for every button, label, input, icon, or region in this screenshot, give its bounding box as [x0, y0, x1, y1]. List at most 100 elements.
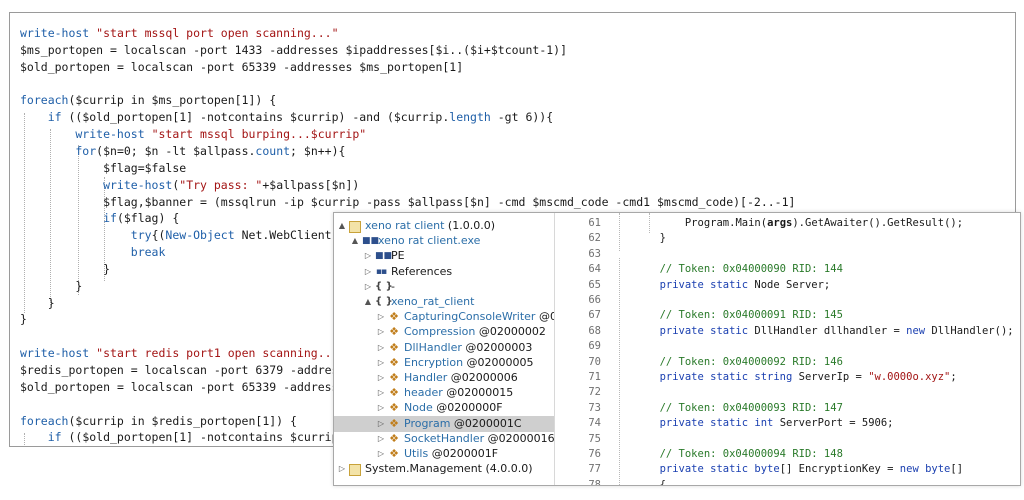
code-token: ; $n++){	[290, 143, 346, 158]
line-number: 78	[588, 478, 601, 485]
tree-node-t8[interactable]: ▷❖Program @0200001C	[334, 415, 554, 432]
tree-node-token: @0200001F	[428, 447, 499, 460]
code-token: Program.	[609, 217, 736, 229]
code-line: 64 // Token: 0x04000090 RID: 144	[555, 262, 1020, 277]
code-token: Main	[735, 217, 761, 229]
line-number: 65	[588, 278, 601, 291]
line-number: 69	[588, 340, 601, 353]
tree-node-refs[interactable]: ▷▪▪References	[334, 264, 554, 280]
code-token: ($currip in $ms_portopen[1]) {	[68, 93, 277, 108]
code-token: private static int	[609, 417, 774, 430]
code-text: // Token: 0x04000091 RID: 145	[609, 309, 843, 321]
expand-arrow-closed-icon[interactable]: ▷	[377, 312, 385, 322]
tree-node-label: xeno rat client (1.0.0.0)	[365, 218, 495, 234]
tree-node-name: Encryption	[404, 355, 464, 369]
code-token: ($n=0; $n -lt $allpass.	[96, 143, 256, 158]
tree-node-asm[interactable]: ▲ xeno rat client (1.0.0.0)	[334, 218, 554, 234]
tree-node-t9[interactable]: ▷❖SocketHandler @02000016	[334, 431, 554, 447]
tree-node-t2[interactable]: ▷❖Compression @02000002	[334, 324, 554, 340]
line-number-gutter	[555, 213, 609, 485]
expand-arrow-closed-icon[interactable]: ▷	[377, 373, 385, 382]
tree-node-t1[interactable]: ▷❖CapturingConsoleWriter @0	[334, 309, 554, 325]
code-token: (	[760, 217, 768, 229]
code-text: // Token: 0x04000090 RID: 144	[609, 263, 843, 275]
code-line: 66	[555, 293, 1020, 308]
tree-node-label: Handler @02000006	[404, 370, 518, 386]
code-token: new byte	[899, 463, 951, 476]
expand-arrow-closed-icon[interactable]: ▷	[364, 251, 372, 261]
tree-node-label: References	[391, 264, 452, 280]
code-token: $flag,$banner = (mssqlrun -ip $currip -p…	[20, 194, 796, 209]
expand-arrow-open-icon[interactable]: ▲	[364, 297, 372, 306]
tree-node-label: System.Management (4.0.0.0)	[365, 461, 533, 477]
code-text: private static string ServerIp = "w.0000…	[609, 371, 957, 383]
expand-arrow-closed-icon[interactable]: ▷	[377, 357, 385, 367]
code-token: }	[20, 278, 83, 293]
code-token: (($old_portopen[1] -notcontains $currip	[61, 430, 339, 445]
tree-node-t6[interactable]: ▷❖header @02000015	[334, 385, 554, 401]
code-text: // Token: 0x04000094 RID: 148	[609, 448, 843, 460]
script-line: break	[20, 244, 166, 260]
script-line: write-host "start mssql port open scanni…	[20, 25, 339, 41]
code-token: private static string	[609, 371, 793, 383]
code-token: Net.WebClient)	[234, 228, 339, 243]
expand-arrow-closed-icon[interactable]: ▷	[377, 418, 385, 428]
code-token: args	[767, 217, 793, 229]
code-token: -addresses	[262, 42, 346, 57]
code-token: break	[20, 245, 166, 260]
expand-arrow-open-icon[interactable]: ▲	[351, 236, 359, 246]
tree-node-ns[interactable]: ▲{ }xeno_rat_client	[334, 294, 554, 310]
decompiled-code-view[interactable]: 61 Program.Main(args).GetAwaiter().GetRe…	[555, 213, 1020, 485]
tree-node-t4[interactable]: ▷❖Encryption @02000005	[334, 355, 554, 371]
tree-node-sysman[interactable]: ▷ System.Management (4.0.0.0)	[334, 461, 554, 477]
assembly-icon	[349, 221, 361, 233]
tree-node-name: References	[391, 264, 453, 278]
code-token: if	[20, 211, 117, 226]
tree-node-t5[interactable]: ▷❖Handler @02000006	[334, 370, 554, 386]
script-line: $flag=$false	[20, 160, 186, 176]
line-number: 77	[588, 463, 601, 476]
script-line: $redis_portopen = localscan -port 6379 -…	[20, 362, 339, 378]
expand-arrow-closed-icon[interactable]: ▷	[364, 281, 372, 291]
tree-node-token: @0200000F	[432, 401, 503, 415]
tree-node-ns-empty[interactable]: ▷{ }-	[334, 279, 554, 295]
code-text: private static DllHandler dllhandler = n…	[609, 325, 1014, 337]
tree-node-t3[interactable]: ▷❖DllHandler @02000003	[334, 340, 554, 356]
code-token: if	[20, 110, 62, 125]
tree-node-name: Utils	[404, 447, 429, 460]
tree-node-t10[interactable]: ▷❖Utils @0200001F	[334, 446, 554, 462]
code-line: 63	[555, 247, 1020, 262]
expand-arrow-closed-icon[interactable]: ▷	[377, 449, 385, 458]
tree-node-t7[interactable]: ▷ ❖ Node @0200000F	[334, 400, 554, 416]
code-line: 72	[555, 385, 1020, 400]
expand-arrow-closed-icon[interactable]: ▷	[377, 403, 385, 413]
expand-arrow-closed-icon[interactable]: ▷	[377, 433, 385, 443]
script-line: write-host("Try pass: "+$allpass[$n])	[20, 177, 359, 193]
tree-node-token: @02000003	[461, 340, 533, 354]
script-line: }	[20, 295, 55, 311]
expand-arrow-closed-icon[interactable]: ▷	[377, 342, 385, 352]
code-text: // Token: 0x04000093 RID: 147	[609, 402, 843, 414]
tree-node-pe[interactable]: ▷■■PE	[334, 248, 554, 264]
expand-arrow-open-icon[interactable]: ▲	[338, 221, 346, 230]
tree-node-label: Node @0200000F	[404, 400, 503, 416]
tree-node-name: SocketHandler	[404, 431, 485, 445]
class-icon: ❖	[389, 401, 399, 415]
assembly-explorer-tree[interactable]: ▲ xeno rat client (1.0.0.0)▲■■xeno rat cl…	[334, 213, 555, 485]
expand-arrow-closed-icon[interactable]: ▷	[377, 327, 385, 337]
code-line: 77 private static byte[] EncryptionKey =…	[555, 462, 1020, 477]
script-line: write-host "start mssql burping...$curri…	[20, 126, 366, 142]
line-number: 61	[588, 217, 601, 229]
code-token: length	[449, 110, 491, 125]
code-token: = localscan -port	[103, 42, 235, 57]
tree-node-label: CapturingConsoleWriter @0	[404, 309, 554, 325]
code-line: 65 private static Node Server;	[555, 278, 1020, 293]
code-token: ServerPort = 5906;	[773, 417, 894, 430]
tree-node-name: Compression	[404, 325, 476, 339]
code-line: 78 {	[555, 478, 1020, 485]
tree-node-mod[interactable]: ▲■■xeno rat client.exe	[334, 233, 554, 249]
expand-arrow-closed-icon[interactable]: ▷	[377, 388, 385, 398]
expand-arrow-closed-icon[interactable]: ▷	[338, 464, 346, 474]
tree-node-token: @02000006	[447, 371, 518, 384]
expand-arrow-closed-icon[interactable]: ▷	[364, 266, 372, 276]
